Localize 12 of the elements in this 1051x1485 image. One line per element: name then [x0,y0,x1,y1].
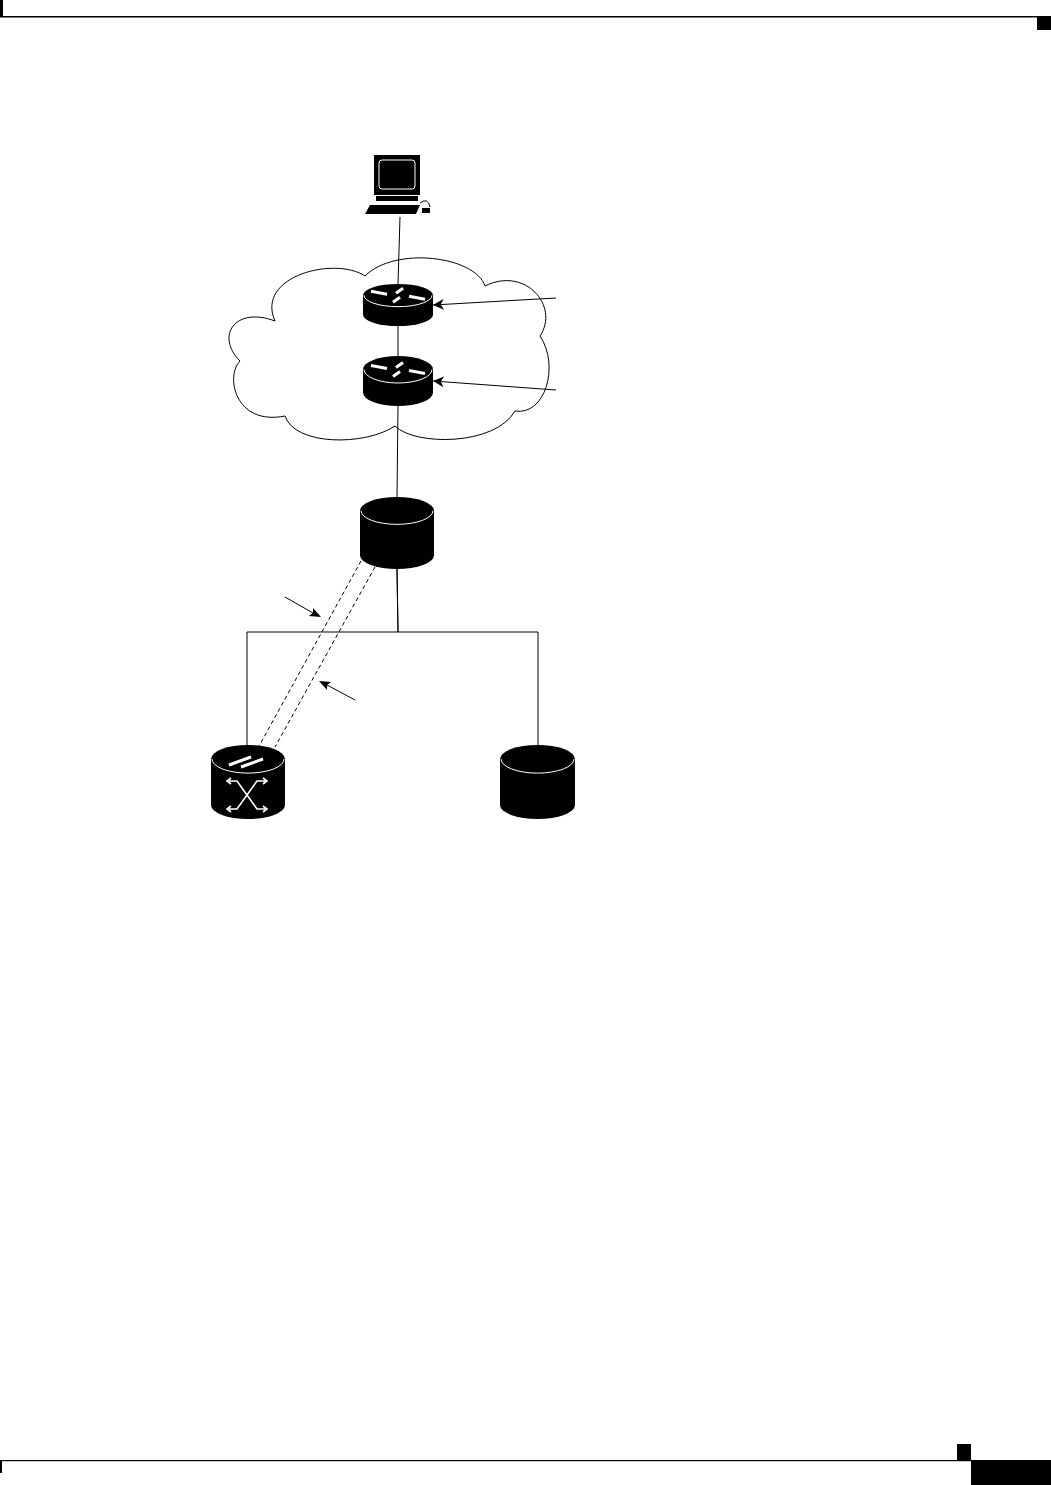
connection-line [397,216,401,285]
connection-line [396,568,539,746]
cylinder-icon [500,745,575,819]
router-icon [363,356,433,406]
leader-arrow [432,376,557,391]
switch-icon [211,745,285,819]
cylinder-icon [360,497,434,569]
connection-line [397,325,399,357]
connection-line [396,405,399,498]
dashed-link [274,566,376,748]
router-icon [363,284,433,326]
leader-arrow [432,297,557,310]
